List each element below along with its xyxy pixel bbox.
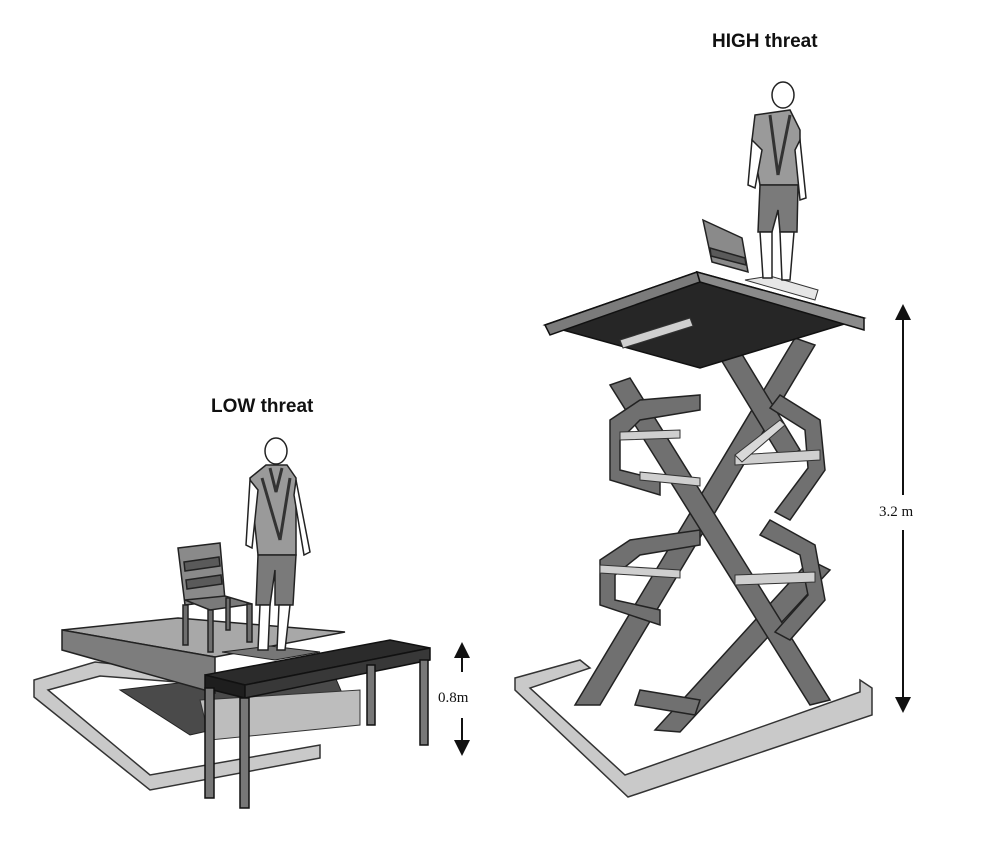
low-bench <box>204 639 431 809</box>
high-threat-lift <box>514 81 873 798</box>
low-height-label: 0.8m <box>438 688 469 709</box>
high-person <box>747 81 807 281</box>
high-deck <box>542 270 867 369</box>
high-base-frame <box>514 659 873 798</box>
high-scissor-mechanism <box>573 317 832 733</box>
high-threat-title: HIGH threat <box>712 31 818 52</box>
high-height-label: 3.2 m <box>879 502 914 523</box>
low-person <box>245 437 311 651</box>
high-chair <box>701 218 749 274</box>
low-threat-title: LOW threat <box>211 396 314 417</box>
low-threat-lift <box>33 437 431 809</box>
low-deck <box>61 617 346 694</box>
low-chair <box>177 542 253 653</box>
